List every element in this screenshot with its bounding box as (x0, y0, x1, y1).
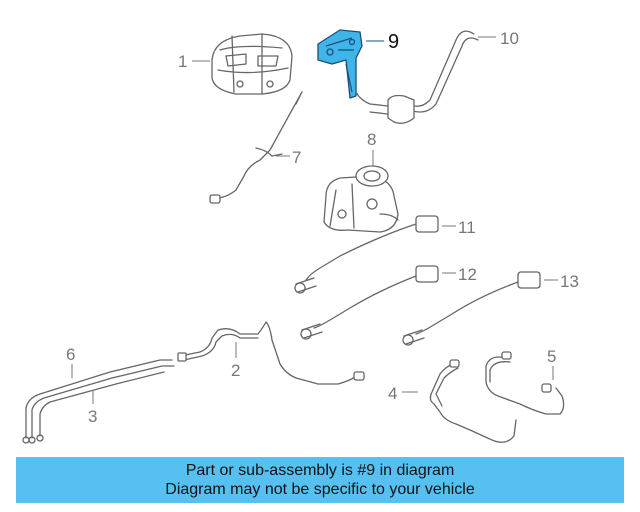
callout-5: 5 (547, 347, 556, 366)
callout-6: 6 (66, 345, 75, 364)
part-9-bracket[interactable] (317, 29, 363, 99)
part-8-pump[interactable] (323, 165, 399, 233)
part-12-sensor[interactable] (300, 265, 439, 340)
callout-11: 11 (458, 218, 476, 237)
callout-8: 8 (367, 130, 376, 149)
parts-diagram: 1 9 10 7 8 11 (22, 29, 579, 444)
part-1-canister[interactable] (211, 33, 293, 95)
banner-line-2: Diagram may not be specific to your vehi… (165, 481, 475, 498)
part-4-tube[interactable] (429, 359, 517, 443)
part-11-sensor[interactable] (294, 215, 439, 294)
banner-line-1: Part or sub-assembly is #9 in diagram (185, 462, 455, 479)
callout-4: 4 (388, 384, 397, 403)
callout-2: 2 (231, 361, 240, 380)
callout-13: 13 (560, 272, 579, 291)
part-7-harness[interactable] (209, 91, 303, 204)
callout-1: 1 (178, 52, 187, 71)
callout-7: 7 (292, 148, 301, 167)
callout-9: 9 (388, 31, 399, 53)
part-2-line[interactable] (177, 321, 365, 385)
info-banner: Part or sub-assembly is #9 in diagram Di… (16, 457, 624, 503)
callout-3: 3 (88, 407, 97, 426)
part-5-tube[interactable] (485, 351, 565, 415)
part-13-sensor[interactable] (402, 271, 541, 346)
part-10-hose[interactable] (355, 30, 479, 124)
callout-10: 10 (500, 29, 519, 48)
callout-12: 12 (458, 265, 477, 284)
part-3-line[interactable] (22, 359, 175, 444)
